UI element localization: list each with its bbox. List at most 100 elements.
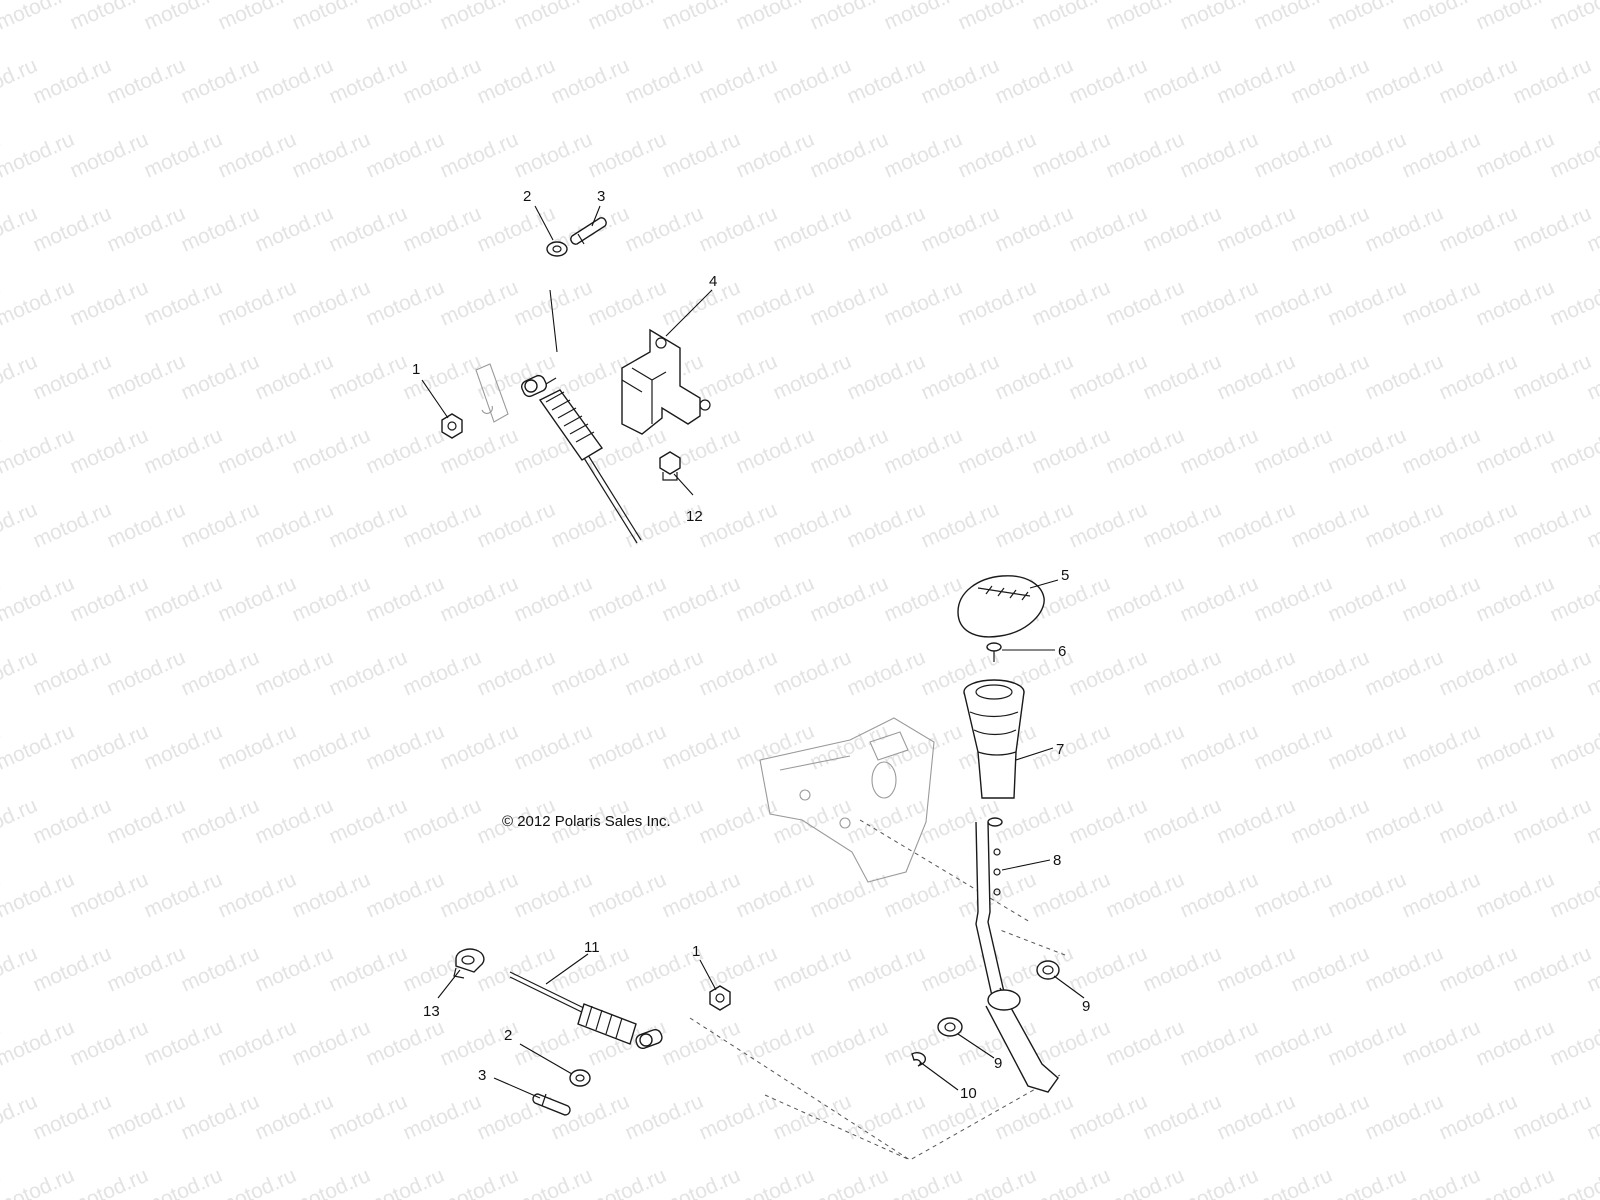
watermark-text: motod.ru: [1473, 868, 1558, 923]
watermark-text: motod.ru: [326, 1090, 411, 1145]
watermark-text: motod.ru: [104, 350, 189, 405]
watermark-text: motod.ru: [1362, 942, 1447, 997]
watermark-text: motod.ru: [400, 794, 485, 849]
callout-label: 10: [960, 1085, 977, 1102]
watermark-text: motod.ru: [1140, 1090, 1225, 1145]
watermark-text: motod.ru: [1288, 942, 1373, 997]
watermark-text: motod.ru: [1177, 1164, 1262, 1200]
watermark-text: motod.ru: [955, 0, 1040, 35]
watermark-text: motod.ru: [807, 0, 892, 35]
watermark-text: motod.ru: [1362, 54, 1447, 109]
shift-boot-icon: [963, 679, 1025, 799]
watermark-text: motod.ru: [992, 498, 1077, 553]
watermark-text: motod.ru: [1103, 424, 1188, 479]
watermark-text: motod.ru: [437, 0, 522, 35]
watermark-text: motod.ru: [1399, 0, 1484, 35]
watermark-text: motod.ru: [1399, 1164, 1484, 1200]
watermark-text: motod.ru: [437, 572, 522, 627]
watermark-text: motod.ru: [1066, 498, 1151, 553]
watermark-text: motod.ru: [1436, 498, 1521, 553]
watermark-text: motod.ru: [1473, 1016, 1558, 1071]
clevis-pin-icon: [570, 217, 607, 245]
screw-icon: [986, 642, 1002, 662]
watermark-text: motod.ru: [1251, 128, 1336, 183]
watermark-text: motod.ru: [955, 128, 1040, 183]
watermark-text: motod.ru: [955, 276, 1040, 331]
watermark-text: motod.ru: [178, 350, 263, 405]
nut-icon: [709, 985, 731, 1011]
watermark-text: motod.ru: [844, 1090, 929, 1145]
watermark-text: motod.ru: [1140, 350, 1225, 405]
shift-cable-icon: [509, 971, 663, 1050]
watermark-text: motod.ru: [0, 424, 78, 479]
watermark-text: motod.ru: [585, 276, 670, 331]
watermark-text: motod.ru: [141, 128, 226, 183]
watermark-text: motod.ru: [1399, 572, 1484, 627]
callout-label: 3: [478, 1067, 486, 1084]
watermark-text: motod.ru: [400, 498, 485, 553]
watermark-text: motod.ru: [1214, 1090, 1299, 1145]
watermark-text: motod.ru: [1140, 54, 1225, 109]
watermark-text: motod.ru: [511, 128, 596, 183]
watermark-text: motod.ru: [1214, 202, 1299, 257]
watermark-text: motod.ru: [215, 720, 300, 775]
watermark-text: motod.ru: [807, 424, 892, 479]
watermark-text: motod.ru: [992, 942, 1077, 997]
watermark-text: motod.ru: [289, 128, 374, 183]
watermark-text: motod.ru: [1510, 202, 1595, 257]
watermark-text: motod.ru: [1177, 0, 1262, 35]
watermark-text: motod.ru: [881, 128, 966, 183]
watermark-text: motod.ru: [733, 0, 818, 35]
watermark-text: motod.ru: [918, 498, 1003, 553]
watermark-text: motod.ru: [252, 350, 337, 405]
watermark-text: motod.ru: [733, 424, 818, 479]
watermark-text: motod.ru: [1251, 0, 1336, 35]
watermark-text: motod.ru: [807, 276, 892, 331]
watermark-text: motod.ru: [289, 1016, 374, 1071]
watermark-text: motod.ru: [1547, 424, 1600, 479]
watermark-text: motod.ru: [326, 498, 411, 553]
watermark-text: motod.ru: [1436, 646, 1521, 701]
watermark-text: motod.ru: [1325, 0, 1410, 35]
watermark-text: motod.ru: [1288, 794, 1373, 849]
watermark-text: motod.ru: [437, 276, 522, 331]
watermark-text: motod.ru: [881, 720, 966, 775]
watermark-text: motod.ru: [30, 54, 115, 109]
upper-assembly: [441, 217, 711, 544]
watermark-text: motod.ru: [30, 794, 115, 849]
callouts: 1 2 3 4 12 5 6 7 8 9 9 10 11 1 2 3 13: [412, 188, 1090, 1102]
watermark-text: motod.ru: [104, 54, 189, 109]
watermark-text: motod.ru: [326, 942, 411, 997]
watermark-text: motod.ru: [0, 1164, 4, 1200]
callout-label: 12: [686, 508, 703, 525]
watermark-text: motod.ru: [363, 128, 448, 183]
watermark-text: motod.ru: [363, 1164, 448, 1200]
watermark-text: motod.ru: [1103, 868, 1188, 923]
watermark-text: motod.ru: [1103, 1164, 1188, 1200]
watermark-text: motod.ru: [1066, 54, 1151, 109]
watermark-text: motod.ru: [363, 720, 448, 775]
watermark-text: motod.ru: [1103, 1016, 1188, 1071]
watermark-text: motod.ru: [844, 942, 929, 997]
watermark-text: motod.ru: [622, 202, 707, 257]
watermark-text: motod.ru: [511, 0, 596, 35]
watermark-text: motod.ru: [215, 0, 300, 35]
watermark-text: motod.ru: [67, 572, 152, 627]
watermark-text: motod.ru: [1399, 424, 1484, 479]
watermark-text: motod.ru: [770, 942, 855, 997]
watermark-text: motod.ru: [1325, 424, 1410, 479]
watermark-text: motod.ru: [252, 54, 337, 109]
watermark-text: motod.ru: [585, 0, 670, 35]
watermark-text: motod.ru: [1436, 794, 1521, 849]
watermark-text: motod.ru: [807, 868, 892, 923]
watermark-text: motod.ru: [585, 128, 670, 183]
washer-icon: [569, 1069, 591, 1087]
watermark-text: motod.ru: [1214, 498, 1299, 553]
watermark-text: motod.ru: [326, 794, 411, 849]
watermark-text: motod.ru: [1510, 794, 1595, 849]
watermark-text: motod.ru: [770, 498, 855, 553]
watermark-text: motod.ru: [0, 128, 78, 183]
watermark-text: motod.ru: [1547, 720, 1600, 775]
watermark-text: motod.ru: [178, 202, 263, 257]
